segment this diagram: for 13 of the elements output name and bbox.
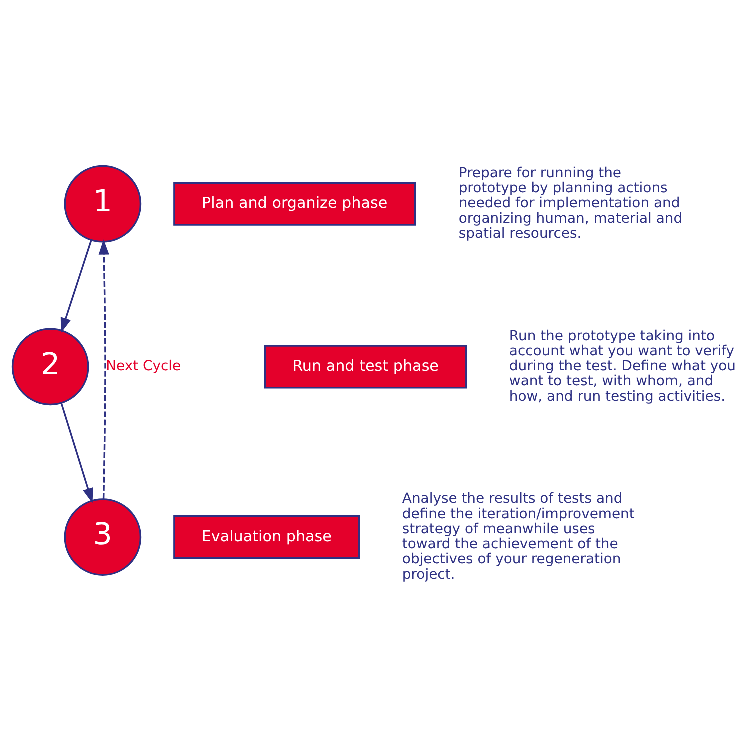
node-box: Evaluation phase (174, 516, 360, 560)
arrow (60, 403, 94, 504)
node-circle: 3 (64, 498, 142, 576)
node-label: Run the prototype taking into account what you want to verify during the test. Define what you want to test, with whom, and how, and run testing activities. (509, 328, 736, 405)
node-label: Analyse the results of tests and define the iteration/improvement strategy of meanwhile uses toward the achievement of the objectives of your regeneration project. (402, 491, 635, 583)
arrow (98, 240, 110, 500)
node-circle: 1 (64, 165, 142, 243)
node-box: Plan and organize phase (174, 182, 416, 226)
edge-label: Next Cycle (106, 358, 182, 375)
arrow (60, 240, 92, 334)
node-box: Run and test phase (264, 345, 468, 389)
node-circle: 2 (12, 328, 90, 406)
node-label: Prepare for running the prototype by planning actions needed for implementation and organizing human, material and spatial resources. (458, 165, 683, 242)
